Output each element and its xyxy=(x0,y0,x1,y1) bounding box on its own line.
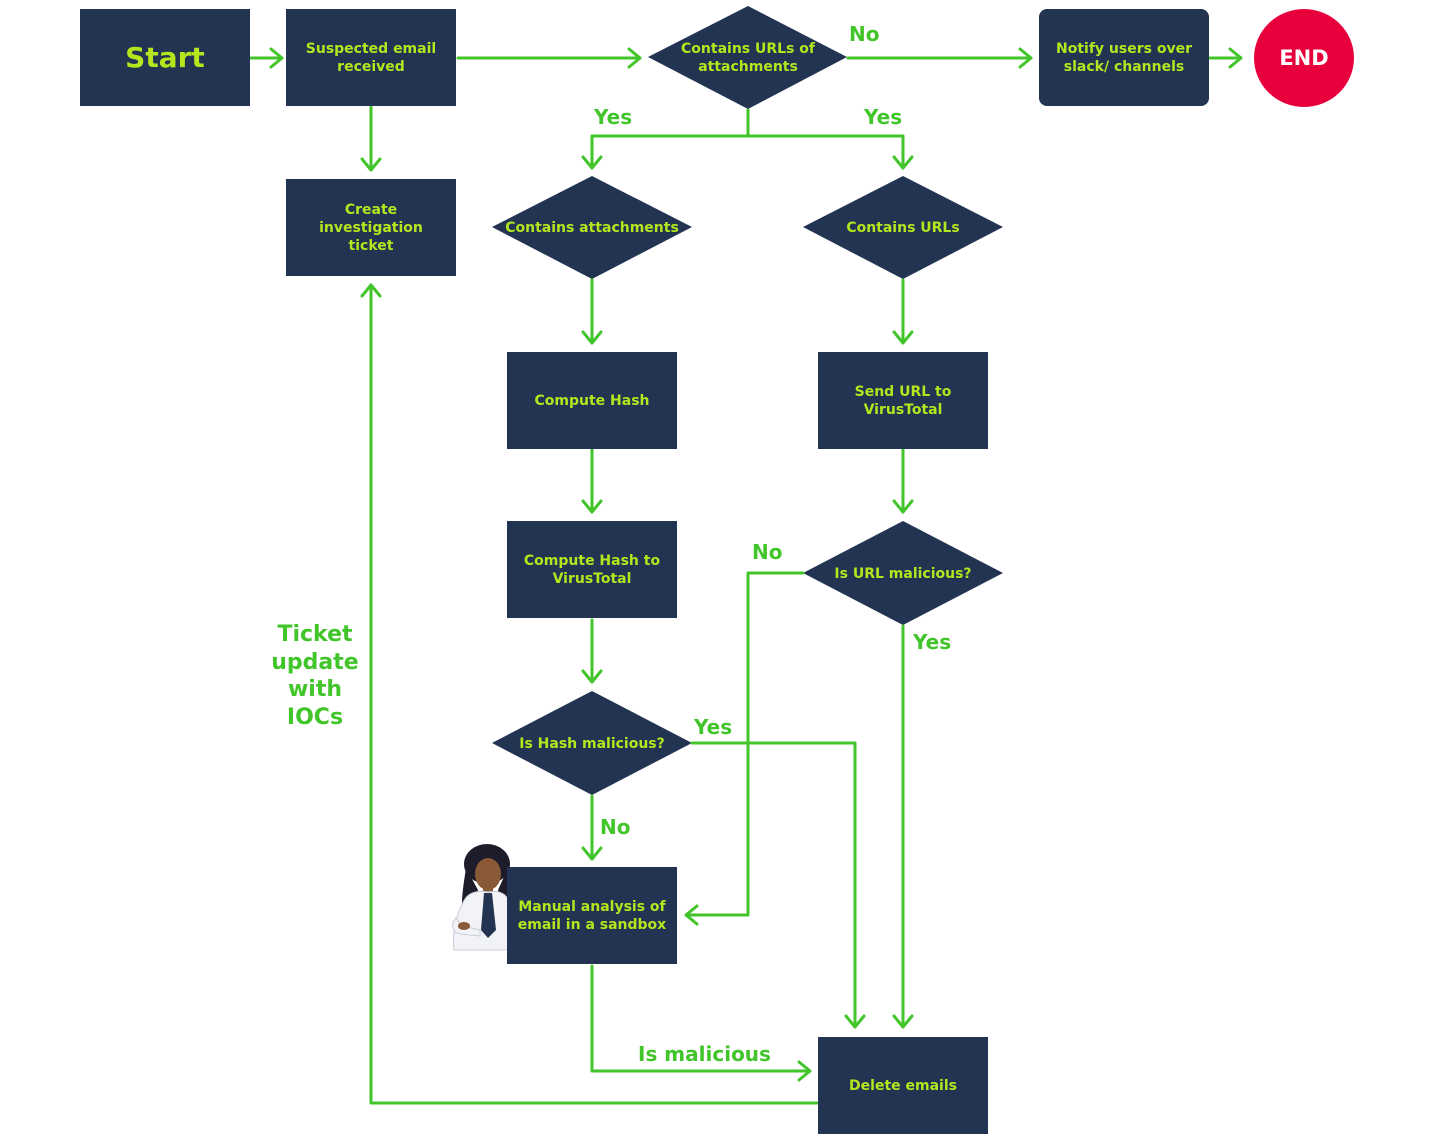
arrowhead xyxy=(581,669,603,684)
arrow-manual-to-delete xyxy=(590,964,812,1073)
arrowhead xyxy=(581,330,603,345)
edge-label-yes-left: Yes xyxy=(594,105,633,129)
arrowhead xyxy=(844,1014,866,1029)
arrowhead xyxy=(892,499,914,514)
compute-hash-vt-node: Compute Hash to VirusTotal xyxy=(507,521,677,618)
edge-label-yes-right: Yes xyxy=(864,105,903,129)
arrowhead xyxy=(581,155,603,170)
suspected-email-label: Suspected email received xyxy=(305,40,437,75)
edge-label-no-top: No xyxy=(849,22,880,46)
arrowhead xyxy=(1228,47,1243,69)
arrowhead xyxy=(627,47,642,69)
send-url-label: Send URL to VirusTotal xyxy=(854,383,952,418)
diamond-contains-attachments xyxy=(492,176,692,279)
diamond-is-hash-malicious xyxy=(492,691,692,795)
arrowhead xyxy=(892,1014,914,1029)
arrowhead xyxy=(797,1060,812,1082)
decision-contains-urls-label: Contains URLs xyxy=(846,220,960,236)
decision-contains-attachments-label: Contains attachments xyxy=(505,220,679,236)
manual-analysis-label: Manual analysis of email in a sandbox xyxy=(517,898,667,933)
analyst-person-icon xyxy=(452,844,511,951)
arrowhead xyxy=(360,157,382,172)
edge-label-yes-hash: Yes xyxy=(694,715,733,739)
start-label: Start xyxy=(125,40,205,74)
diamond-contains-urls-or-attachments xyxy=(648,6,847,109)
arrow-delete-to-ticket xyxy=(369,283,819,1105)
arrowhead xyxy=(892,330,914,345)
send-url-node: Send URL to VirusTotal xyxy=(818,352,988,449)
arrowhead xyxy=(581,499,603,514)
edge-label-yes-url: Yes xyxy=(913,630,952,654)
notify-users-node: Notify users over slack/ channels xyxy=(1039,9,1209,106)
edge-label-no-url: No xyxy=(752,540,783,564)
edge-label-ticket-update: Ticket update with IOCs xyxy=(271,622,359,730)
delete-emails-node: Delete emails xyxy=(818,1037,988,1134)
arrow-hash-yes-to-delete xyxy=(690,741,857,1029)
arrowhead xyxy=(684,904,699,926)
arrowhead xyxy=(1018,47,1033,69)
delete-emails-label: Delete emails xyxy=(849,1077,957,1094)
arrow-decision-split xyxy=(590,108,905,170)
notify-users-label: Notify users over slack/ channels xyxy=(1056,40,1192,75)
diamond-is-url-malicious xyxy=(803,521,1003,625)
arrowhead xyxy=(581,846,603,861)
diamond-contains-urls xyxy=(803,176,1003,279)
arrowhead xyxy=(360,283,382,298)
arrowhead xyxy=(269,47,284,69)
decision-is-hash-malicious-label: Is Hash malicious? xyxy=(519,736,665,752)
edge-label-is-malicious: Is malicious xyxy=(638,1042,771,1066)
end-label: END xyxy=(1279,46,1329,70)
compute-hash-label: Compute Hash xyxy=(534,392,650,409)
compute-hash-node: Compute Hash xyxy=(507,352,677,449)
end-node: END xyxy=(1254,9,1354,107)
decision-urls-or-attachments-label: Contains URLs of attachments xyxy=(681,41,815,75)
create-ticket-label: Create investigation ticket xyxy=(319,201,423,254)
suspected-email-node: Suspected email received xyxy=(286,9,456,106)
edge-label-no-hash: No xyxy=(600,815,631,839)
start-node: Start xyxy=(80,9,250,106)
create-ticket-node: Create investigation ticket xyxy=(286,179,456,276)
manual-analysis-node: Manual analysis of email in a sandbox xyxy=(507,867,677,964)
compute-hash-vt-label: Compute Hash to VirusTotal xyxy=(523,552,661,587)
arrowhead xyxy=(892,155,914,170)
decision-is-url-malicious-label: Is URL malicious? xyxy=(834,566,972,582)
